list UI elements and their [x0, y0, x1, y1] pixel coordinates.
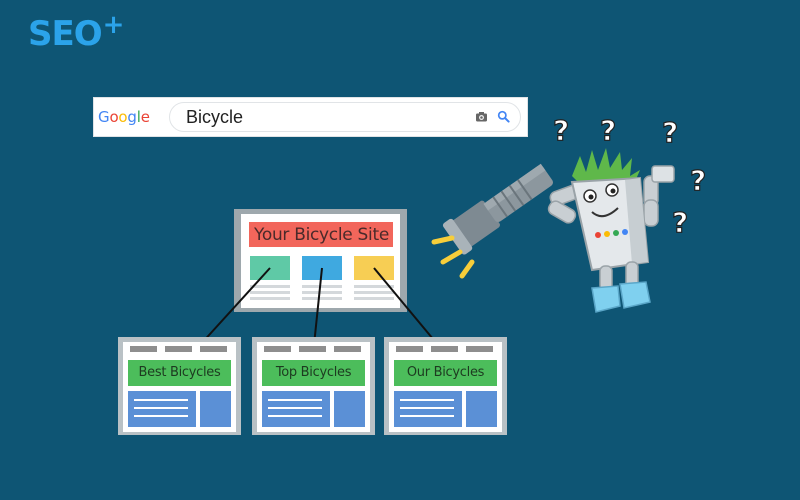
- homepage-title: Your Bicycle Site: [254, 225, 389, 245]
- question-mark: ?: [662, 116, 678, 149]
- homepage-card: [234, 209, 407, 312]
- search-input[interactable]: Bicycle: [169, 102, 521, 132]
- question-mark: ?: [672, 206, 688, 239]
- logo-plus: +: [102, 10, 125, 40]
- magnifier-icon[interactable]: [497, 110, 510, 128]
- camera-icon[interactable]: [475, 110, 488, 128]
- connector-line: [199, 267, 271, 346]
- search-query: Bicycle: [186, 107, 244, 127]
- subpage-card: [118, 337, 241, 435]
- google-letter: e: [140, 108, 150, 126]
- subpage-label: Best Bicycles: [138, 365, 221, 380]
- google-letter: G: [98, 108, 110, 126]
- google-letter: o: [118, 108, 128, 126]
- connector-lines: [199, 267, 439, 346]
- light-rays: [431, 235, 475, 279]
- connector-line: [313, 267, 323, 346]
- google-letter: g: [127, 108, 137, 126]
- subpage-label: Top Bicycles: [275, 365, 352, 380]
- question-mark: ?: [690, 164, 706, 197]
- question-mark: ?: [600, 114, 616, 147]
- connector-line: [373, 267, 439, 346]
- question-marks: ? ? ? ? ?: [552, 113, 706, 239]
- google-letter: o: [109, 108, 119, 126]
- googlebot-robot-icon: [547, 148, 675, 313]
- flashlight-icon: [431, 163, 553, 279]
- subpage-card: [384, 337, 507, 435]
- logo-text: SEO: [28, 14, 103, 54]
- homepage-text-lines: [250, 285, 394, 300]
- homepage-title-bar: [249, 222, 393, 247]
- subpage-card: [252, 337, 375, 435]
- google-letter: l: [136, 108, 141, 126]
- google-logo: Google: [98, 108, 150, 126]
- seo-plus-logo: SEO+: [28, 10, 124, 54]
- search-bar: Google Bicycle: [93, 97, 528, 137]
- subpage-label: Our Bicycles: [406, 365, 485, 380]
- question-mark: ?: [553, 114, 569, 147]
